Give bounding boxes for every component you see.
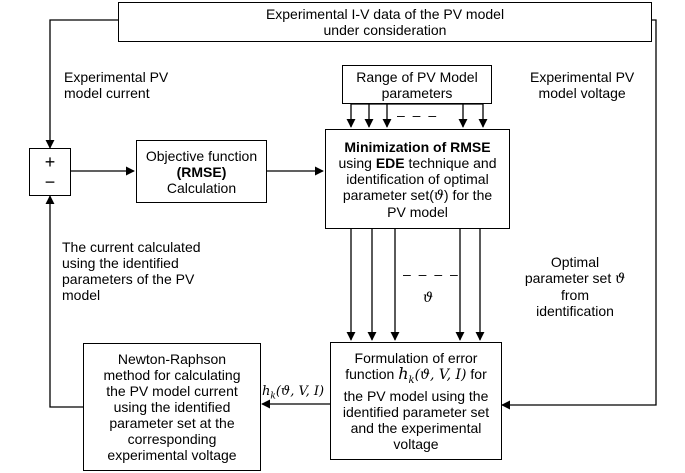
newton-line-5: parameter set at the [109,415,235,431]
label-theta: ϑ [423,290,434,306]
min-l2-bold: EDE [375,154,405,171]
label-experimental-current: Experimental PV model current [64,69,168,101]
min-l2-post: technique and [404,154,497,171]
form-l2-args: (ϑ, V, I) [414,366,467,383]
experimental-data-line-2: under consideration [323,22,447,38]
calc-current-line-3: parameters of the PV [62,271,195,287]
arrow-exp-current [45,19,118,149]
form-l2-h: h [398,363,409,383]
range-line-1: Range of PV Model [356,68,478,85]
formulation-line-6: voltage [393,436,439,453]
experimental-data-line-1: Experimental I-V data of the PV model [265,6,505,22]
exp-voltage-line-1: Experimental PV [530,69,635,85]
label-hk-function: hk(ϑ, V, I) [262,383,324,405]
dashes-range: – – – [397,107,439,123]
optimal-l2-theta: ϑ [615,271,626,287]
hk-h: h [262,384,271,399]
hk-args: (ϑ, V, I) [275,384,325,399]
label-calculated-current: The current calculated using the identif… [62,239,201,303]
minimization-line-3: identification of optimal [346,170,489,187]
arrow-exp-voltage [501,19,657,410]
minimization-line-2: using EDE technique and [338,155,496,171]
exp-current-line-1: Experimental PV [64,69,169,85]
formulation-line-5: and the experimental [350,420,482,437]
minimization-box: Minimization of RMSE using EDE technique… [325,129,510,229]
newton-line-3: the PV model current [106,383,238,399]
hk-sub: k [270,391,276,402]
minimization-line-4: parameter set(ϑ) for the [343,187,492,204]
exp-voltage-line-2: model voltage [538,85,626,101]
formulation-line-1: Formulation of error [354,349,478,366]
plus-sign: + [44,152,56,172]
newton-raphson-box: Newton-Raphson method for calculating th… [83,343,261,471]
label-optimal-parameter-set: Optimal parameter set ϑ from identificat… [520,254,630,319]
arrow-newton-to-sum [45,195,83,408]
range-line-2: parameters [381,84,453,101]
min-l4-theta: ϑ [433,187,444,204]
min-l4-post: ) for the [443,186,493,203]
form-l2-sub: k [408,374,415,386]
formulation-line-2: function hk(ϑ, V, I) for [345,363,487,389]
calc-current-line-4: model [62,287,101,303]
experimental-data-box: Experimental I-V data of the PV model un… [118,2,652,42]
formulation-box: Formulation of error function hk(ϑ, V, I… [330,342,502,460]
form-l2-pre: function [345,365,399,382]
range-parameters-box: Range of PV Model parameters [342,65,492,104]
exp-current-line-2: model current [64,85,150,101]
formulation-line-4: identified parameter set [342,404,490,421]
optimal-line-4: identification [536,303,614,319]
optimal-line-3: from [561,287,589,303]
optimal-l2-pre: parameter set [524,270,616,286]
objective-line-3: Calculation [166,179,237,196]
minimization-title: Minimization of RMSE [344,138,491,155]
optimal-line-2: parameter set ϑ [520,270,630,287]
calc-current-line-2: using the identified [62,255,179,271]
objective-line-1: Objective function [145,147,258,164]
newton-line-4: using the identified [113,399,231,415]
min-l4-pre: parameter set( [342,186,434,203]
objective-line-2: (RMSE) [176,163,227,180]
minus-sign: − [44,172,56,192]
optimal-line-1: Optimal [550,254,600,270]
summing-junction: + − [29,148,71,196]
newton-line-6: corresponding [127,431,217,447]
form-l2-post: for [466,365,487,382]
calc-current-line-1: The current calculated [62,239,201,255]
newton-line-2: method for calculating [103,367,241,383]
minimization-line-5: PV model [387,203,448,220]
label-experimental-voltage: Experimental PV model voltage [530,69,634,101]
newton-line-1: Newton-Raphson [117,351,227,367]
min-l2-pre: using [338,154,376,171]
dashes-parameters: – – – – [403,266,460,282]
objective-function-box: Objective function (RMSE) Calculation [136,140,267,203]
formulation-line-3: the PV model using the [343,388,489,405]
newton-line-7: experimental voltage [107,447,237,463]
